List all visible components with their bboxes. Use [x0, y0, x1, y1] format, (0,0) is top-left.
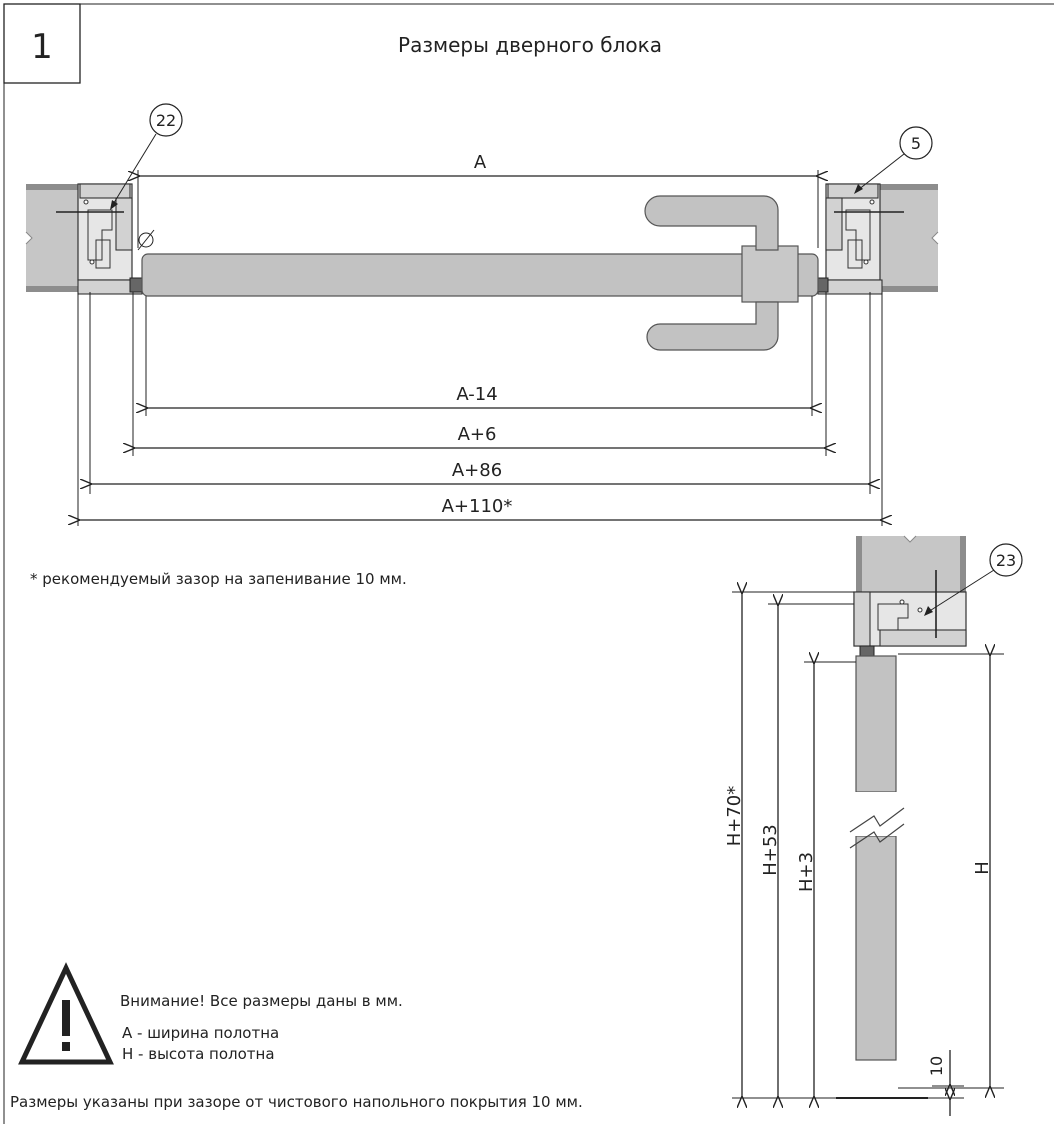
sheet-title: Размеры дверного блока [398, 33, 662, 57]
dim-label-a-14: A-14 [456, 384, 497, 405]
callout-23 [924, 543, 1023, 616]
left-wall [25, 184, 78, 292]
dim-label-a-86: A+86 [452, 460, 502, 481]
diameter-symbol [137, 229, 155, 251]
sheet-number: 1 [31, 27, 53, 67]
plan-view: A A-14 A+6 A+86 A+110* 22 5 [25, 103, 939, 526]
sheet-border [3, 3, 1054, 1124]
dim-label-h: H [972, 861, 993, 875]
right-frame-profile [813, 183, 904, 295]
dim-label-h-53: H+53 [760, 824, 781, 876]
dim-label-10: 10 [927, 1056, 946, 1076]
dim-label-a-6: A+6 [458, 424, 497, 445]
door-handle-icon [644, 195, 799, 351]
warning-triangle-icon [18, 962, 114, 1065]
callout-23-label: 23 [996, 551, 1016, 570]
section-view: 23 H+70* H+53 H+3 H 10 [724, 535, 1023, 1116]
section-wall [856, 535, 966, 592]
dim-label-h-3: H+3 [796, 852, 817, 892]
callout-5 [854, 126, 933, 194]
plan-extension-lines [77, 170, 883, 526]
door-leaf-section [849, 655, 905, 1061]
bottom-note: Размеры указаны при зазоре от чистового … [10, 1093, 583, 1111]
right-wall [880, 184, 939, 292]
callout-5-label: 5 [911, 134, 921, 153]
warning-height-definition: H - высота полотна [122, 1045, 275, 1063]
warning-width-definition: A - ширина полотна [122, 1024, 279, 1042]
dim-label-a-110: A+110* [442, 496, 513, 517]
left-frame-profile [56, 183, 145, 295]
footnote-foam-gap: * рекомендуемый зазор на запенивание 10 … [30, 570, 407, 588]
warning-title: Внимание! Все размеры даны в мм. [120, 992, 403, 1010]
callout-22-label: 22 [156, 111, 176, 130]
dim-label-a: A [474, 152, 487, 173]
section-dimension-lines [742, 594, 990, 1116]
plan-dimension-lines [80, 176, 880, 520]
callout-22 [110, 103, 183, 210]
door-leaf [141, 253, 819, 297]
head-frame-profile [853, 570, 967, 661]
dim-label-h-70: H+70* [724, 786, 745, 847]
